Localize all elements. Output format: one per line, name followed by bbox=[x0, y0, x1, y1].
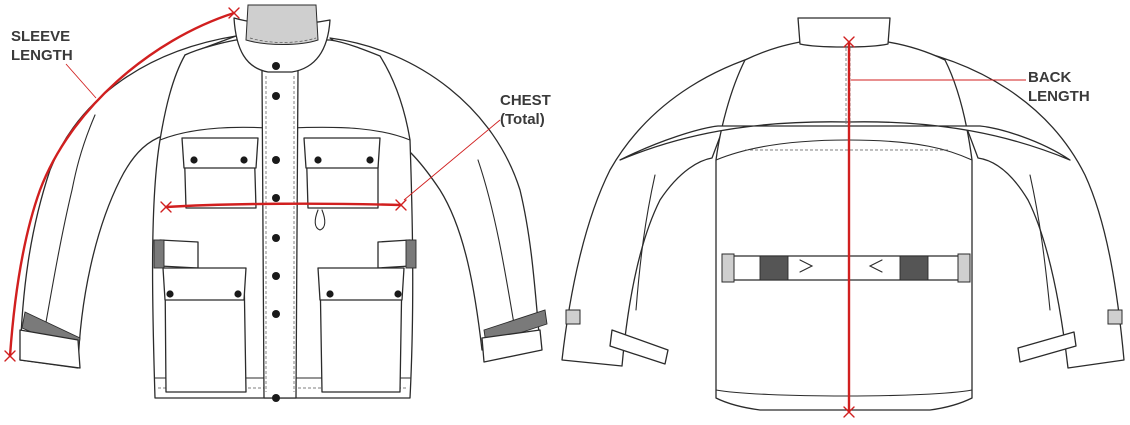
sleeve-length-measure bbox=[8, 11, 236, 358]
chest-label-line2: (Total) bbox=[500, 111, 545, 128]
front-right-waist-adjuster bbox=[377, 239, 411, 269]
jacket-front-view bbox=[19, 4, 548, 402]
sleeve-length-marker-bottom bbox=[4, 350, 16, 362]
front-left-waist-adjuster bbox=[159, 239, 199, 269]
back-length-label-line1: BACK bbox=[1028, 69, 1072, 86]
sleeve-length-leader bbox=[65, 63, 97, 99]
sleeve-length-label-line1: SLEEVE bbox=[11, 28, 71, 45]
chest-measure bbox=[164, 202, 403, 209]
measurement-lines bbox=[4, 7, 1026, 418]
chest-marker-right bbox=[395, 199, 407, 211]
chest-leader bbox=[403, 119, 501, 201]
back-length-marker-bottom bbox=[843, 406, 855, 418]
chest-marker-left bbox=[160, 201, 172, 213]
back-right-sleeve bbox=[889, 44, 1125, 369]
back-body bbox=[715, 41, 973, 411]
chest-label-line1: CHEST bbox=[500, 92, 551, 109]
back-length-label: BACK LENGTH bbox=[1028, 68, 1090, 106]
back-collar bbox=[797, 17, 891, 48]
front-placket bbox=[261, 69, 299, 399]
back-length-label-line2: LENGTH bbox=[1028, 88, 1090, 105]
back-length-marker-top bbox=[843, 36, 855, 48]
jacket-back-view bbox=[561, 17, 1125, 411]
front-snap-buttons bbox=[166, 62, 402, 402]
sleeve-length-label: SLEEVE LENGTH bbox=[11, 27, 73, 65]
chest-label: CHEST (Total) bbox=[500, 91, 551, 129]
sleeve-length-marker-top bbox=[228, 7, 240, 19]
sleeve-length-label-line2: LENGTH bbox=[11, 47, 73, 64]
back-left-sleeve bbox=[561, 44, 801, 367]
